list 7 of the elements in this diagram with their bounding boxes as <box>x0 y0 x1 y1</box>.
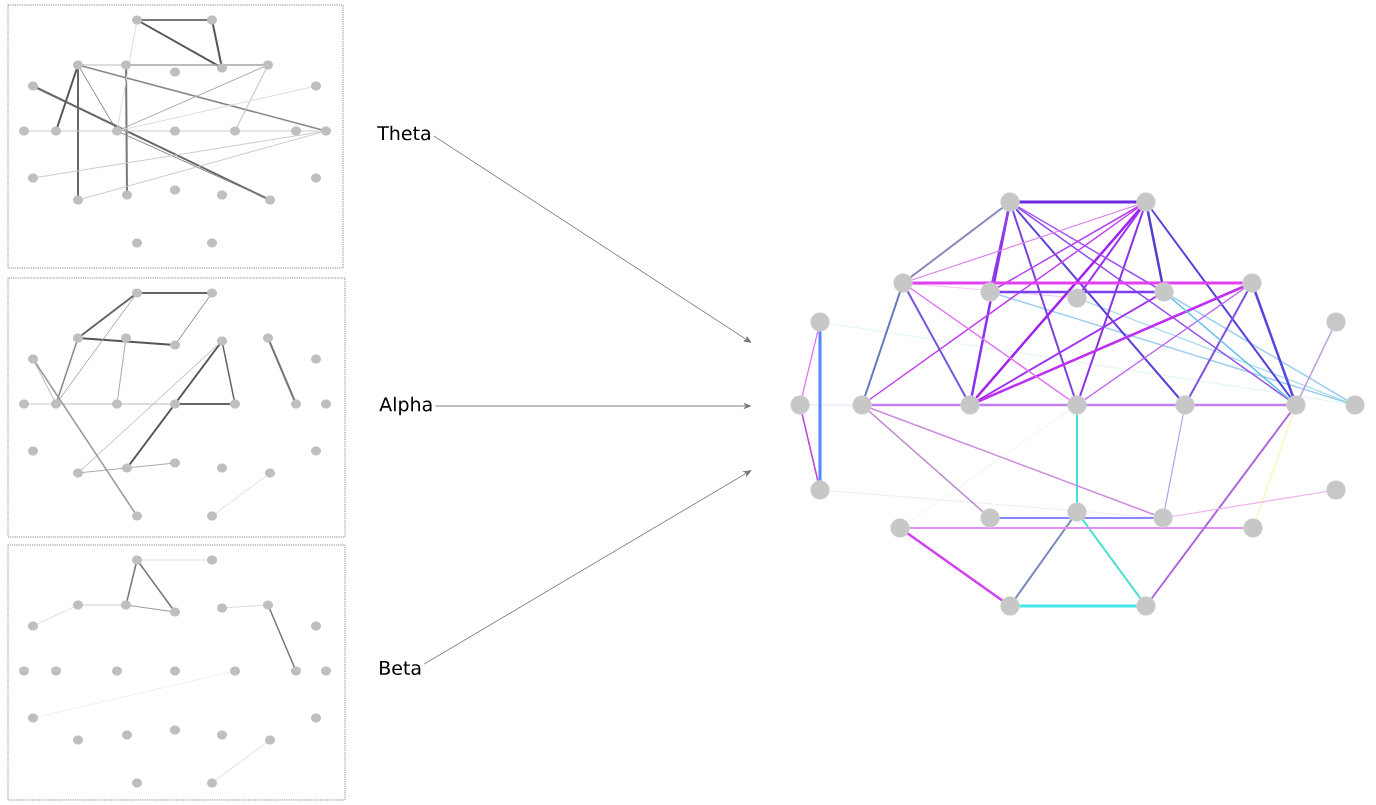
band-label: Theta <box>377 125 430 141</box>
band-label: Alpha <box>379 396 432 416</box>
arrow <box>433 135 752 343</box>
band-label: Beta <box>380 660 421 676</box>
arrow <box>423 470 752 665</box>
arrow <box>435 403 752 409</box>
network-drawing <box>790 192 1365 616</box>
